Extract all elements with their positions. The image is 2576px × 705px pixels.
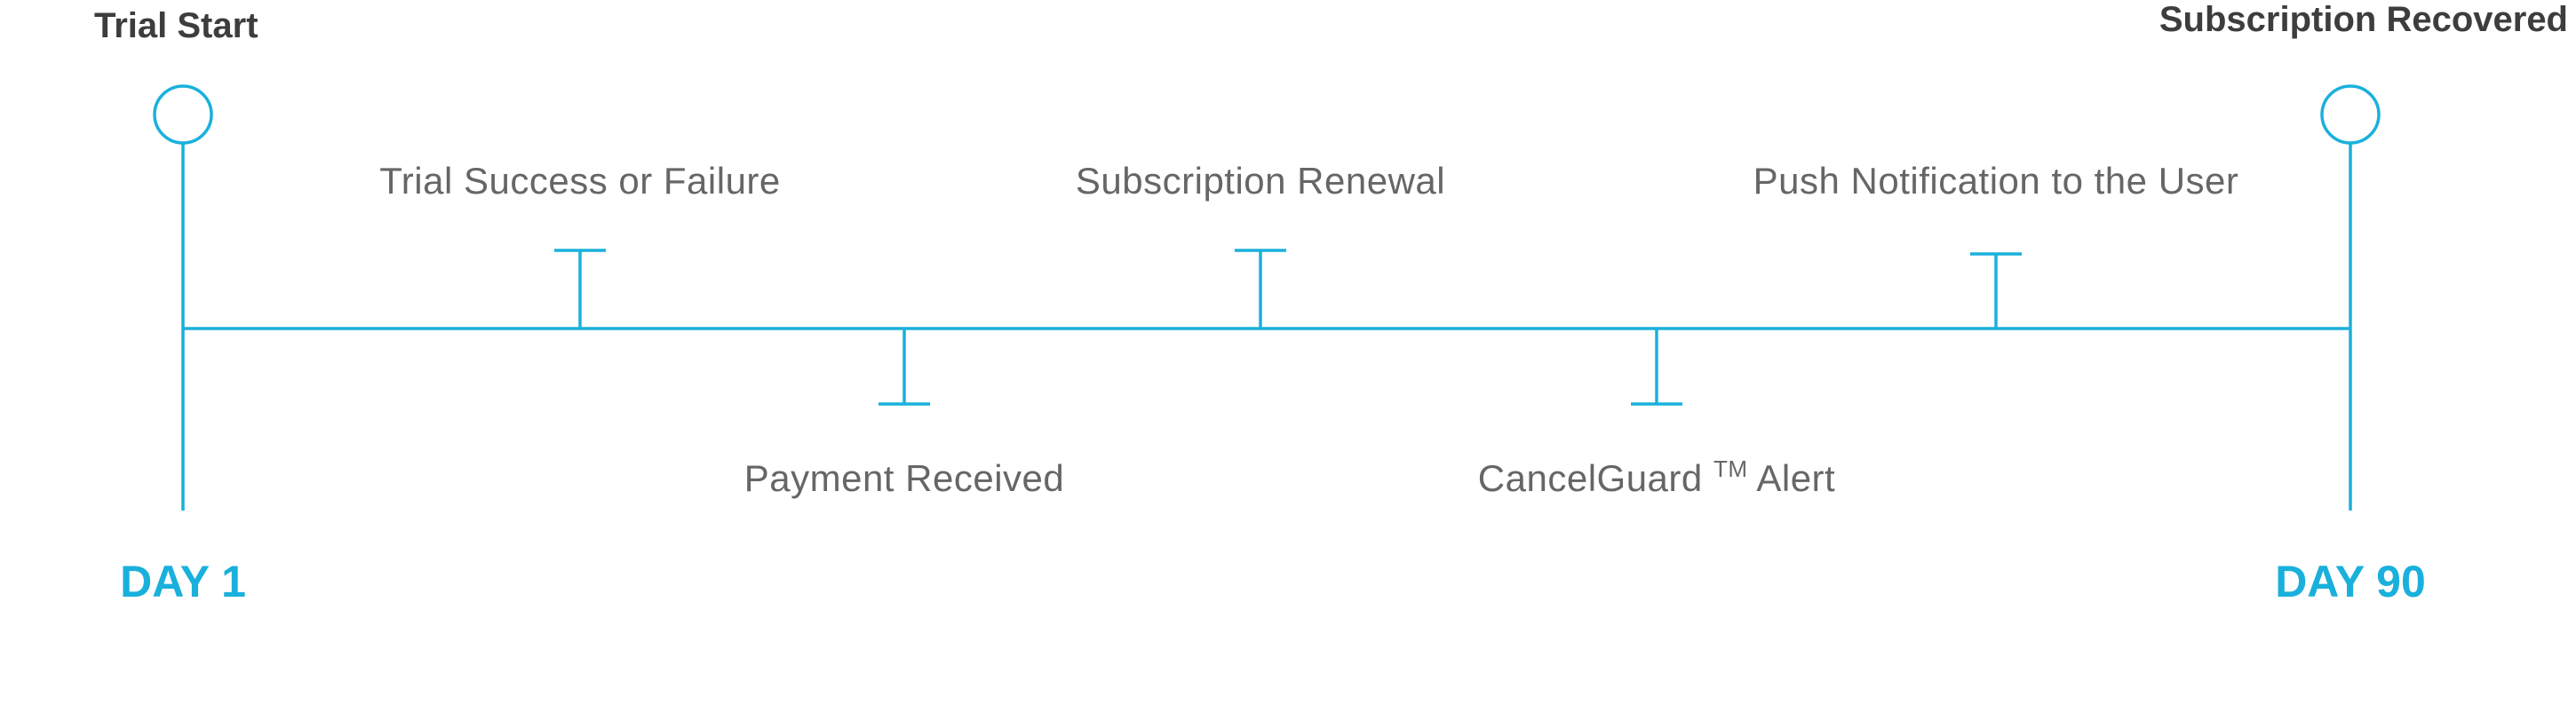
- start-marker: Trial Start DAY 1: [94, 6, 258, 606]
- end-marker: Subscription Recovered DAY 90: [2159, 0, 2568, 606]
- event-label: Subscription Renewal: [1076, 160, 1445, 202]
- event-label-end: Alert: [1756, 457, 1835, 499]
- event-trial-success-or-failure: Trial Success or Failure: [379, 160, 781, 329]
- trademark-superscript: TM: [1713, 455, 1748, 482]
- event-label: Push Notification to the User: [1753, 160, 2239, 202]
- event-cancelguard-alert: CancelGuard TM Alert: [1478, 329, 1835, 499]
- event-subscription-renewal: Subscription Renewal: [1076, 160, 1445, 329]
- event-label-main: CancelGuard: [1478, 457, 1703, 499]
- end-title: Subscription Recovered: [2159, 0, 2568, 39]
- end-node-circle: [2320, 84, 2381, 145]
- start-day-label: DAY 1: [120, 557, 246, 606]
- start-title: Trial Start: [94, 6, 258, 45]
- event-label: Payment Received: [744, 457, 1065, 499]
- end-day-label: DAY 90: [2275, 557, 2426, 606]
- event-label: CancelGuard TM Alert: [1478, 443, 1835, 499]
- event-label: Trial Success or Failure: [379, 160, 781, 202]
- event-payment-received: Payment Received: [744, 329, 1065, 499]
- start-node-circle: [153, 84, 213, 145]
- event-push-notification: Push Notification to the User: [1753, 160, 2239, 329]
